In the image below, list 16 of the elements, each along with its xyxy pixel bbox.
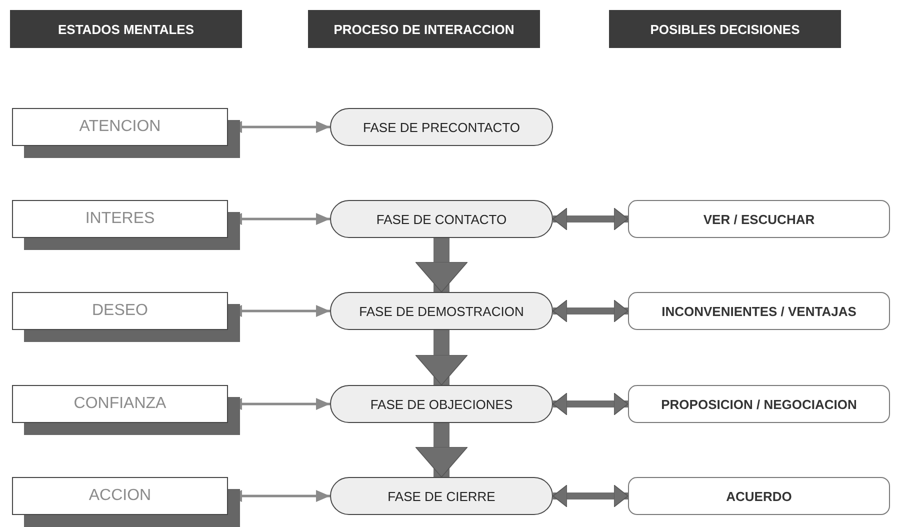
column-header: ESTADOS MENTALES bbox=[10, 10, 242, 48]
decision-box: VER / ESCUCHAR bbox=[628, 200, 890, 238]
phase-pill: FASE DE OBJECIONES bbox=[330, 385, 553, 423]
double-arrow bbox=[552, 392, 628, 416]
decision-box: ACUERDO bbox=[628, 477, 890, 515]
phase-pill: FASE DE DEMOSTRACION bbox=[330, 292, 553, 330]
column-header: PROCESO DE INTERACCION bbox=[308, 10, 540, 48]
double-arrow bbox=[552, 208, 628, 230]
column-header: POSIBLES DECISIONES bbox=[609, 10, 841, 48]
phase-pill: FASE DE CIERRE bbox=[330, 477, 553, 515]
phase-pill: FASE DE PRECONTACTO bbox=[330, 108, 553, 146]
double-arrow bbox=[552, 300, 628, 322]
decision-box: PROPOSICION / NEGOCIACION bbox=[628, 385, 890, 423]
decision-box: INCONVENIENTES / VENTAJAS bbox=[628, 292, 890, 330]
double-arrow bbox=[552, 484, 628, 508]
phase-pill: FASE DE CONTACTO bbox=[330, 200, 553, 238]
